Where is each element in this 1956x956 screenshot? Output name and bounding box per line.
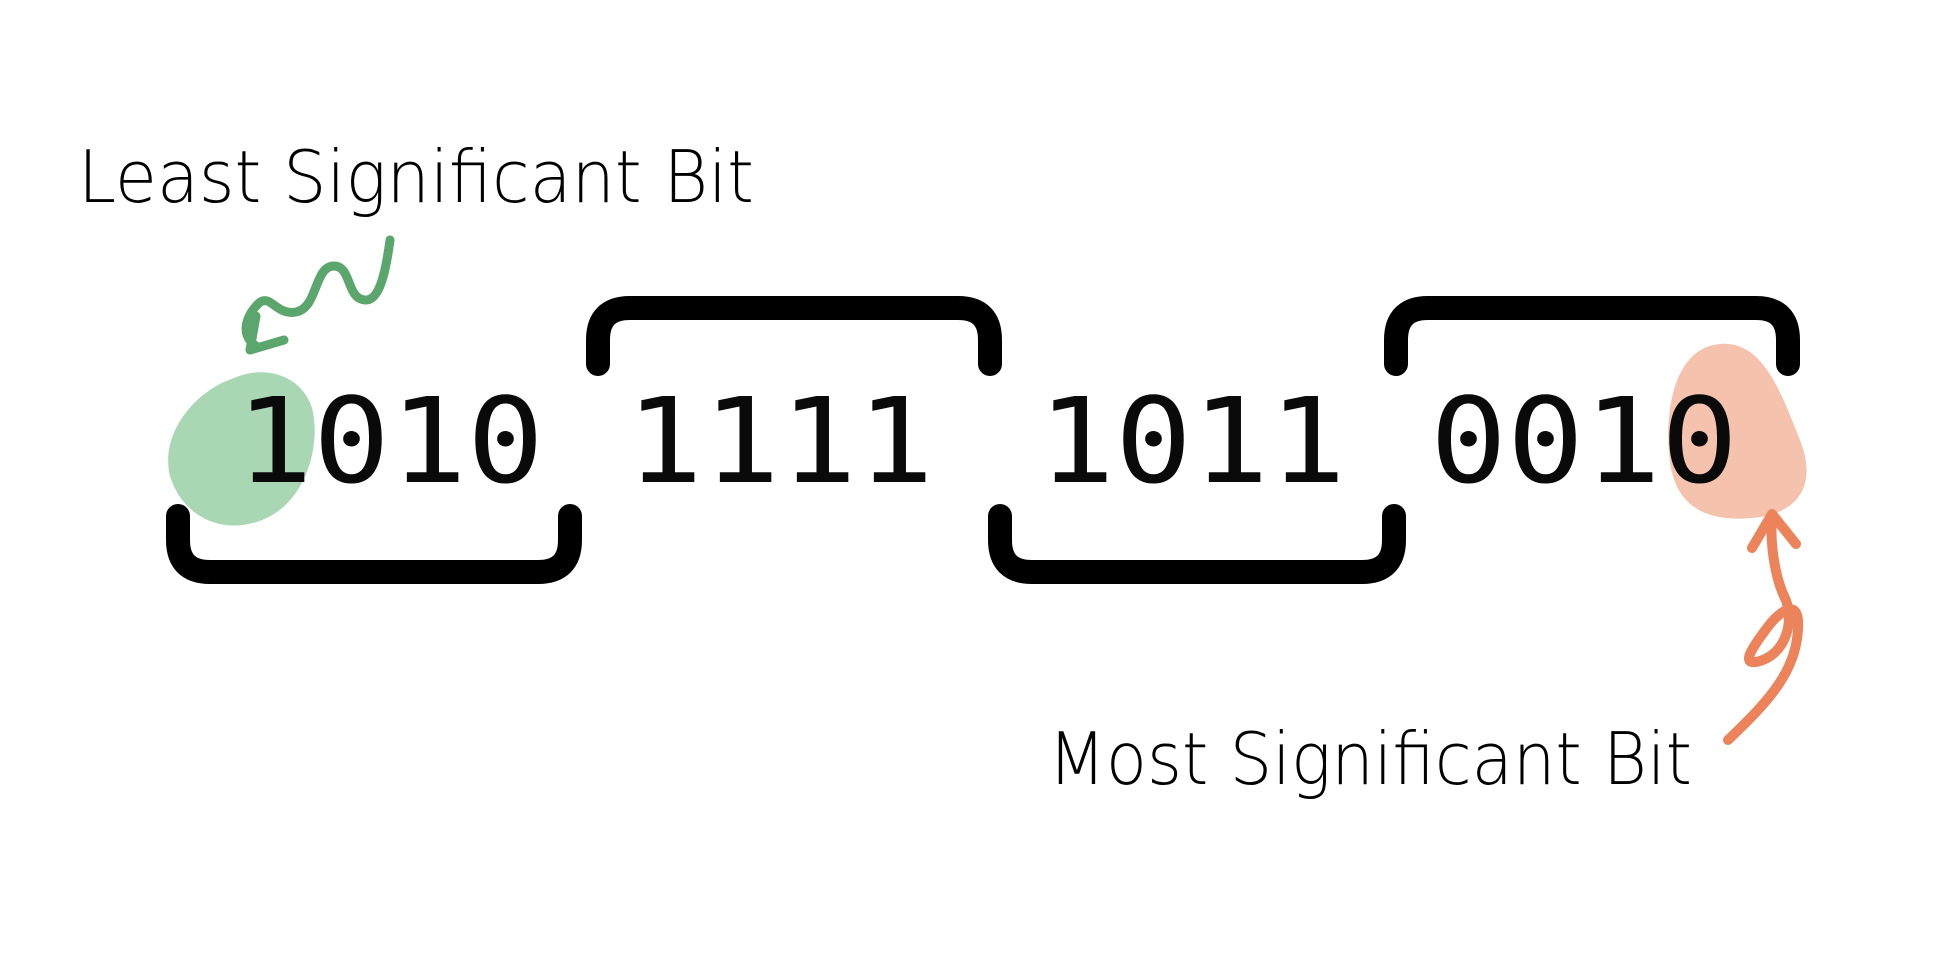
nibble-1-digits: 1010 <box>236 372 544 510</box>
nibble-3-digits: 1011 <box>1038 372 1346 510</box>
nibble-2-bracket-above <box>586 296 1002 376</box>
lsb-label: Least Significant Bit <box>78 135 754 219</box>
msb-arrow-icon <box>1723 509 1804 745</box>
msb-highlight-blob <box>1668 343 1807 519</box>
lsb-arrow-icon <box>241 235 395 355</box>
nibble-4-bracket-above <box>1384 296 1800 376</box>
nibble-4-digits: 0010 <box>1430 372 1738 510</box>
lsb-highlight-blob <box>168 372 315 526</box>
nibble-3-bracket-below <box>988 504 1406 584</box>
nibble-1-bracket-below <box>166 504 582 584</box>
nibble-2-digits: 1111 <box>626 372 934 510</box>
msb-label: Most Significant Bit <box>1048 717 1692 801</box>
